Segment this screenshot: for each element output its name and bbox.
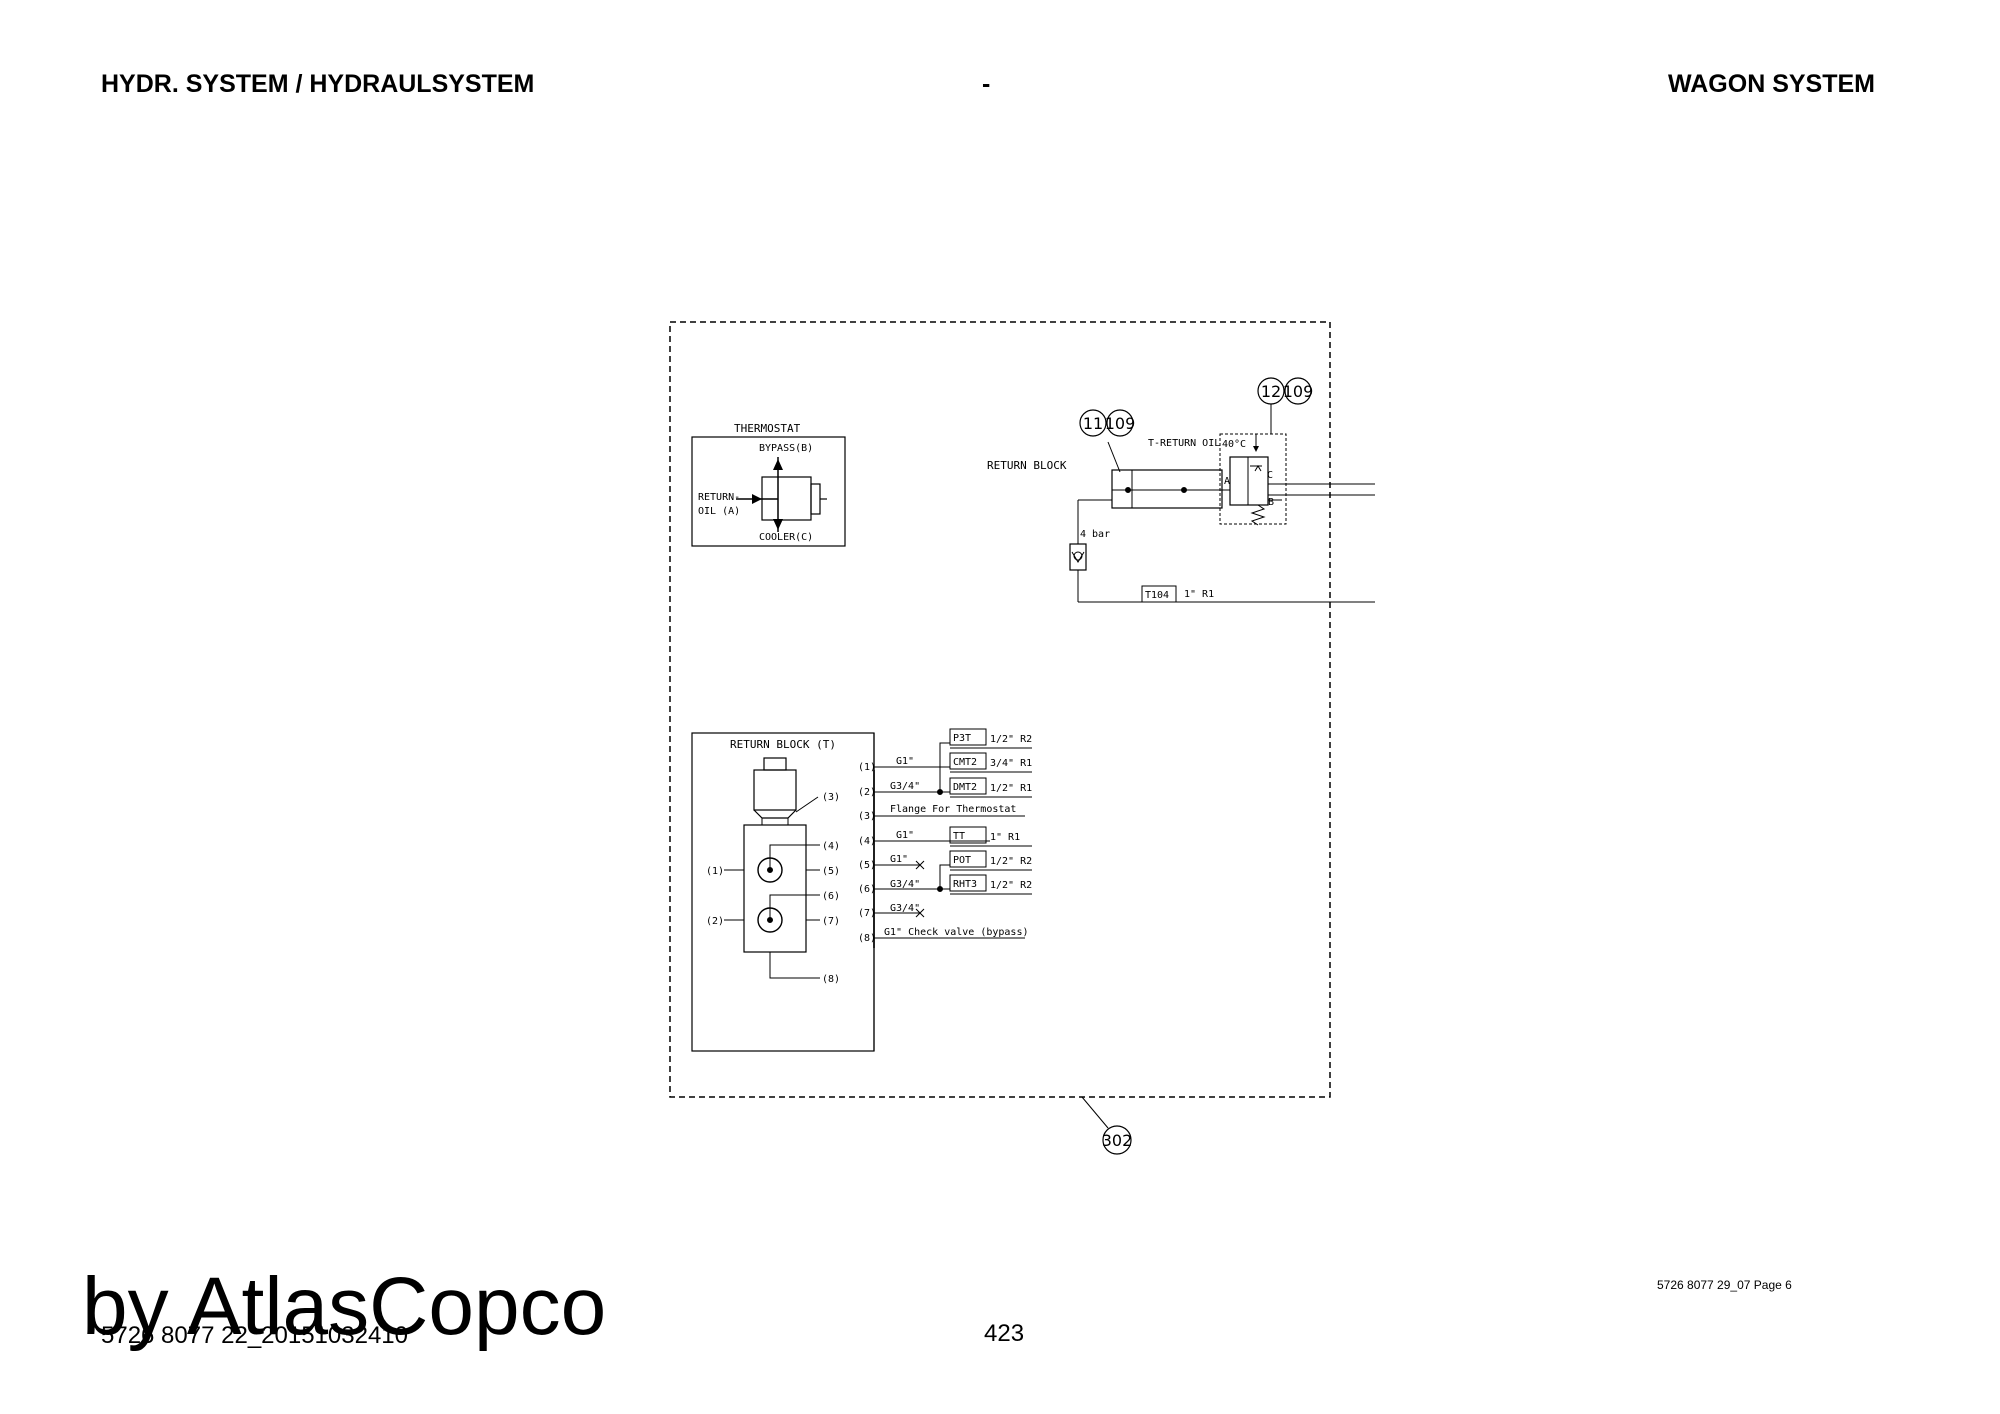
spec-cmt2: 3/4" R1 [990, 758, 1032, 769]
thermostat-cooler-label: COOLER(C) [759, 532, 813, 543]
item-bubble-11: 11 109 [1079, 409, 1136, 437]
return-block-t-title: RETURN BLOCK (T) [730, 738, 836, 751]
thermostat-title: THERMOSTAT [734, 422, 801, 435]
item-bubble-302: 302 [1081, 1096, 1133, 1155]
outer-port-1: (1) [858, 762, 876, 773]
thread-port-4: G1" [896, 830, 914, 841]
inner-port-7: (7) [822, 916, 840, 927]
atlascopco-watermark: by AtlasCopco [82, 1261, 607, 1352]
inner-port-3: (3) [822, 792, 840, 803]
return-block-valve: RETURN BLOCK T-RETURN OIL 40°C A C B 4 b… [987, 433, 1375, 603]
document-reference: 5726 8077 29_07 Page 6 [1657, 1278, 1792, 1292]
thermostat-symbol: THERMOSTAT BYPASS(B) RETURN- OIL (A) COO… [691, 422, 846, 547]
document-id: 5726 8077 22_20151032410 [101, 1322, 408, 1349]
t104-tag: T104 [1145, 590, 1169, 601]
thread-port-7: G3/4" [890, 903, 920, 914]
thread-port-5: G1" [890, 854, 908, 865]
thermostat-return-label-2: OIL (A) [698, 506, 740, 517]
thread-port-1: G1" [896, 756, 914, 767]
spec-tt: 1" R1 [990, 832, 1020, 843]
spec-dmt2: 1/2" R1 [990, 783, 1032, 794]
thread-port-3: Flange For Thermostat [890, 804, 1016, 815]
spec-rht3: 1/2" R2 [990, 880, 1032, 891]
bubble-11-sheet: 109 [1105, 414, 1136, 433]
tag-pot: POT [953, 855, 971, 866]
inner-port-4: (4) [822, 841, 840, 852]
thermostat-bypass-label: BYPASS(B) [759, 443, 813, 454]
header-left-title: HYDR. SYSTEM / HYDRAULSYSTEM [101, 70, 535, 98]
t104-spec: 1" R1 [1184, 589, 1214, 600]
page-number: 423 [984, 1320, 1025, 1347]
thread-port-2: G3/4" [890, 781, 920, 792]
port-b-label: B [1268, 497, 1274, 508]
return-block-label: RETURN BLOCK [987, 459, 1067, 472]
outer-port-6: (6) [858, 884, 876, 895]
left-port-1: (1) [706, 866, 724, 877]
port-c-label: C [1267, 470, 1273, 481]
spec-p3t: 1/2" R2 [990, 734, 1032, 745]
port-a-label: A [1224, 476, 1230, 487]
header-center-dash: - [982, 70, 991, 98]
tag-dmt2: DMT2 [953, 782, 977, 793]
tag-rht3: RHT3 [953, 879, 977, 890]
temp-setting-label: 40°C [1222, 439, 1246, 450]
outer-port-2: (2) [858, 787, 876, 798]
inner-port-5: (5) [822, 866, 840, 877]
bubble-12-number: 12 [1261, 382, 1281, 401]
tag-cmt2: CMT2 [953, 757, 977, 768]
return-block-t: RETURN BLOCK (T) (1) (2) (3) (4) (5) (6)… [691, 728, 1032, 1052]
bubble-12-sheet: 109 [1283, 382, 1314, 401]
bubble-302-number: 302 [1102, 1131, 1133, 1150]
thermostat-return-label-1: RETURN- [698, 492, 740, 503]
tag-p3t: P3T [953, 733, 971, 744]
thread-port-8: G1" Check valve (bypass) [884, 927, 1029, 938]
outer-port-7: (7) [858, 908, 876, 919]
dashed-enclosure-302 [669, 321, 1331, 1098]
left-port-2: (2) [706, 916, 724, 927]
outer-port-4: (4) [858, 836, 876, 847]
item-bubble-12: 12 109 [1257, 377, 1314, 434]
bubble-11-number: 11 [1083, 414, 1103, 433]
outer-port-8: (8) [858, 933, 876, 944]
spec-pot: 1/2" R2 [990, 856, 1032, 867]
t-return-oil-label: T-RETURN OIL [1148, 438, 1220, 449]
outer-port-3: (3) [858, 811, 876, 822]
inner-port-6: (6) [822, 891, 840, 902]
header-right-title: WAGON SYSTEM [1668, 70, 1875, 98]
outer-port-5: (5) [858, 860, 876, 871]
tag-tt: TT [953, 831, 965, 842]
thread-port-6: G3/4" [890, 879, 920, 890]
check-valve-pressure: 4 bar [1080, 529, 1110, 540]
inner-port-8: (8) [822, 974, 840, 985]
